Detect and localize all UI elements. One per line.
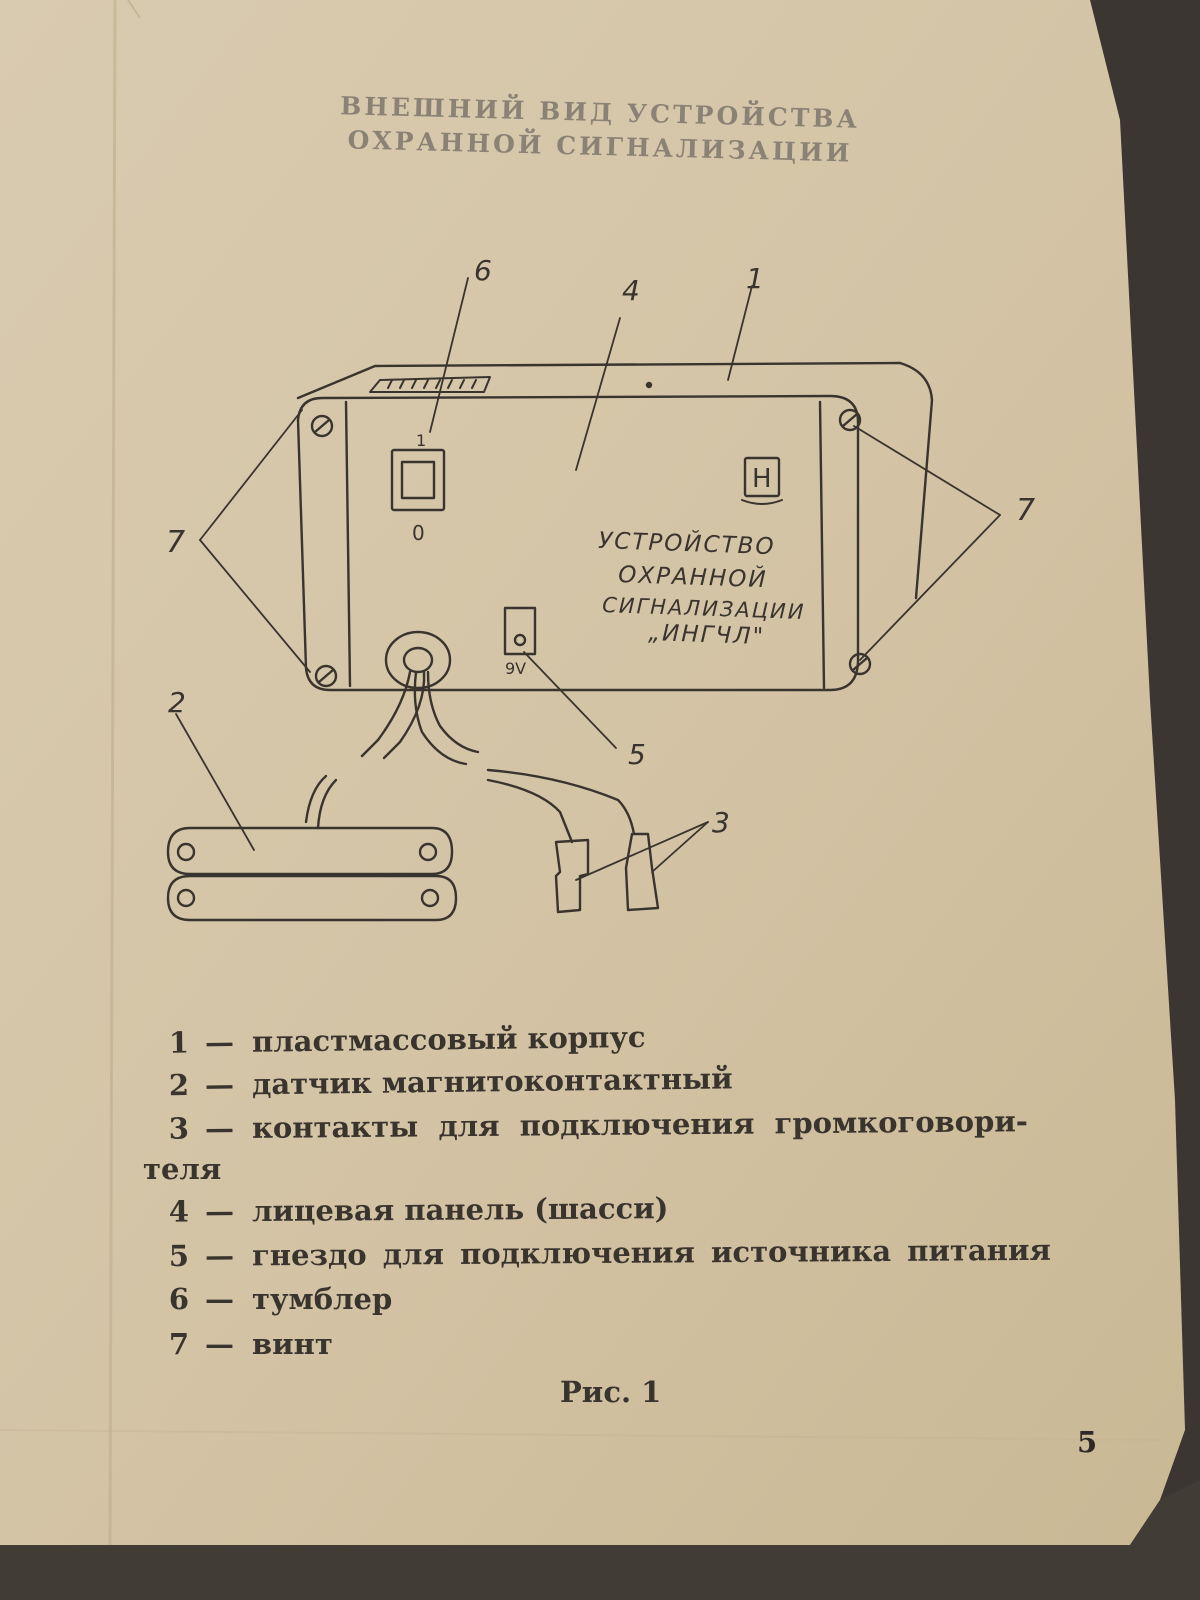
callout-4: 4 bbox=[622, 274, 640, 307]
callout-6: 6 bbox=[474, 254, 492, 287]
legend-dash: — bbox=[204, 1111, 235, 1146]
device-drawing: 1 2 3 4 5 6 7 7 1 0 9V Н УСТРОЙСТВО ОХРА… bbox=[0, 0, 1200, 1000]
figure-caption: Рис. 1 bbox=[560, 1375, 662, 1409]
legend-item-6: 6 — тумблер bbox=[145, 1282, 392, 1316]
legend-number: 6 bbox=[168, 1282, 189, 1316]
power-jack bbox=[503, 606, 537, 656]
callout-5: 5 bbox=[628, 738, 646, 771]
vent-slots bbox=[369, 376, 491, 393]
legend-item-3-continuation: теля bbox=[143, 1152, 222, 1186]
legend-number: 2 bbox=[168, 1068, 190, 1103]
legend-dash: — bbox=[204, 1067, 235, 1102]
power-label: 9V bbox=[505, 659, 526, 678]
callout-2: 2 bbox=[168, 686, 186, 719]
cable-grommet bbox=[304, 630, 636, 844]
legend-dash: — bbox=[204, 1238, 235, 1273]
switch-on-mark: 1 bbox=[416, 431, 426, 450]
magnetic-sensor bbox=[166, 826, 458, 922]
legend-text: контакты для подключения громкоговори- bbox=[251, 1104, 1029, 1145]
legend-text: винт bbox=[252, 1327, 333, 1361]
legend-dash: — bbox=[204, 1194, 235, 1229]
speaker-contacts bbox=[554, 832, 660, 914]
device-label-line-2: ОХРАННОЙ bbox=[618, 560, 768, 593]
legend-item-7: 7 — винт bbox=[145, 1327, 333, 1361]
legend-number: 4 bbox=[168, 1194, 190, 1229]
device-label-line-1: УСТРОЙСТВО bbox=[598, 526, 776, 560]
leader-lines bbox=[175, 277, 1001, 881]
callout-1: 1 bbox=[746, 262, 764, 295]
legend-dash: — bbox=[205, 1327, 234, 1361]
legend-item-2: 2 — датчик магнитоконтактный bbox=[145, 1061, 733, 1102]
device-label-line-3: СИГНАЛИЗАЦИИ bbox=[602, 593, 806, 624]
legend-item-4: 4 — лицевая панель (шасси) bbox=[145, 1191, 669, 1229]
legend-text: пластмассовый корпус bbox=[251, 1019, 646, 1059]
logo-letter: Н bbox=[752, 464, 772, 494]
legend-item-1: 1 — пластмассовый корпус bbox=[145, 1020, 646, 1060]
legend-number: 7 bbox=[168, 1327, 189, 1361]
legend-dash: — bbox=[205, 1282, 234, 1316]
logo-icon bbox=[741, 456, 783, 505]
switch-off-mark: 0 bbox=[412, 521, 425, 545]
page-number: 5 bbox=[1077, 1425, 1098, 1459]
legend-number: 5 bbox=[168, 1238, 190, 1273]
callout-7-right: 7 bbox=[1016, 493, 1035, 528]
legend-item-5: 5 — гнездо для подключения источника питан… bbox=[145, 1233, 1051, 1273]
legend-text: лицевая панель (шасси) bbox=[251, 1191, 669, 1229]
legend-text: тумблер bbox=[252, 1282, 393, 1316]
legend-number: 1 bbox=[168, 1025, 190, 1060]
legend-number: 3 bbox=[168, 1111, 190, 1146]
device-label-line-4: „ИНГЧЛ" bbox=[648, 620, 766, 650]
callout-3: 3 bbox=[712, 806, 730, 839]
toggle-switch bbox=[390, 448, 446, 512]
legend-text: гнездо для подключения источника питания bbox=[251, 1232, 1052, 1273]
callout-7-left: 7 bbox=[166, 525, 185, 560]
screw-icon bbox=[310, 408, 872, 688]
legend-dash: — bbox=[204, 1024, 235, 1060]
legend-text: датчик магнитоконтактный bbox=[251, 1061, 733, 1102]
